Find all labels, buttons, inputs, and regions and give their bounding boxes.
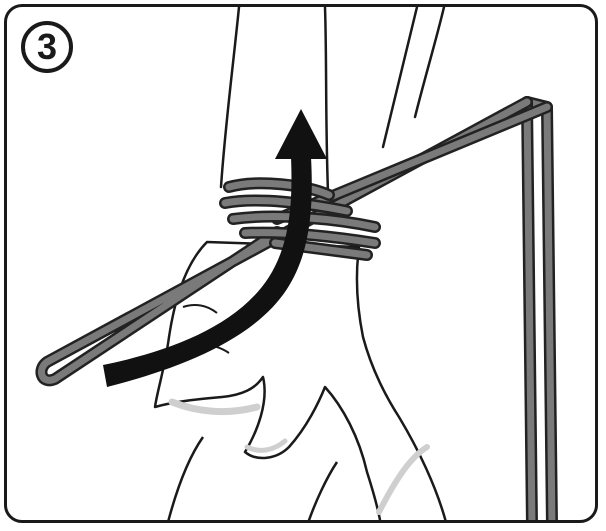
step-number-badge: 3 (21, 21, 73, 73)
rope-tie-illustration (7, 7, 598, 523)
illustration-frame: 3 (4, 4, 598, 523)
step-number: 3 (37, 29, 57, 65)
